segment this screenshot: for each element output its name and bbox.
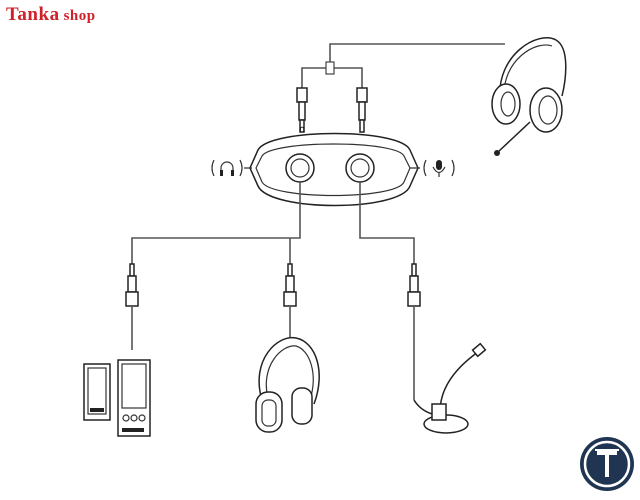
plug-microphone — [407, 263, 421, 400]
t-monogram-icon — [580, 437, 634, 491]
plug-headphones — [283, 263, 297, 350]
brand-word-1: Tanka — [6, 4, 60, 25]
headset-cable — [301, 43, 505, 92]
output-wiring — [131, 182, 415, 264]
microphone-icon — [423, 159, 455, 177]
brand-word-2: shop — [63, 8, 96, 24]
plug-headphone-top: ∩ — [296, 87, 308, 135]
svg-text:∩: ∩ — [299, 125, 306, 135]
headphone-icon — [211, 159, 243, 177]
plug-microphone-top — [356, 87, 368, 133]
plug-speakers — [125, 263, 139, 350]
headset-with-mic — [491, 37, 567, 156]
adapter-hub — [244, 132, 420, 207]
desk-microphone — [413, 342, 487, 434]
over-ear-headphones — [255, 336, 320, 433]
desktop-speakers — [83, 359, 151, 437]
